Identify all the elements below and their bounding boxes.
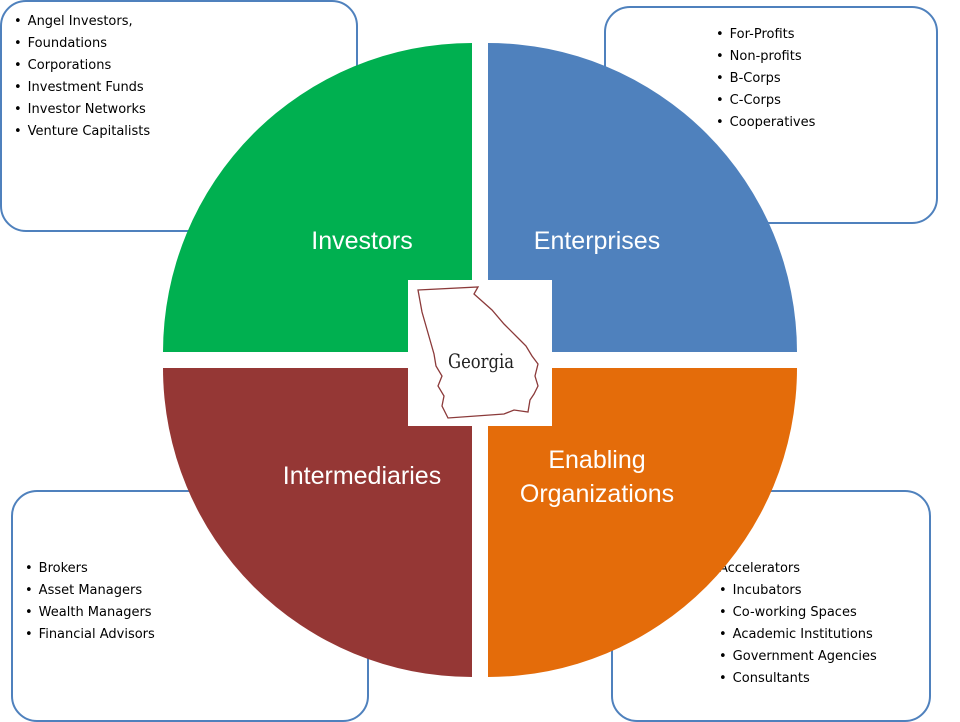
list-item: Angel Investors, <box>14 11 150 33</box>
enabling-label-line2: Organizations <box>519 480 675 508</box>
list-item: Corporations <box>14 55 150 77</box>
georgia-map-icon <box>417 286 539 419</box>
enabling-label-line1: Enabling <box>548 446 646 474</box>
list-item: Academic Institutions <box>719 624 877 646</box>
list-item: Investment Funds <box>14 77 150 99</box>
list-item: Financial Advisors <box>25 624 155 646</box>
list-item: For-Profits <box>716 24 815 46</box>
list-item: Brokers <box>25 558 155 580</box>
enterprises-label: Enterprises <box>533 227 661 255</box>
list-item: Venture Capitalists <box>14 121 150 143</box>
intermediaries-quadrant <box>163 368 472 677</box>
list-item: C-Corps <box>716 90 815 112</box>
intermediaries-label: Intermediaries <box>282 462 442 490</box>
list-item: Consultants <box>719 668 877 690</box>
enterprises-quadrant <box>488 43 797 352</box>
investors-label: Investors <box>311 227 413 255</box>
list-item: Foundations <box>14 33 150 55</box>
intermediaries-list: Brokers Asset Managers Wealth Managers F… <box>25 558 155 646</box>
list-item: B-Corps <box>716 68 815 90</box>
list-item: Non-profits <box>716 46 815 68</box>
enabling-organizations-quadrant <box>488 368 797 677</box>
investors-list: Angel Investors, Foundations Corporation… <box>14 11 150 143</box>
investors-quadrant <box>163 43 472 352</box>
georgia-label: Georgia <box>448 349 515 373</box>
enabling-organizations-list: Accelerators Incubators Co-working Space… <box>719 558 877 690</box>
list-item: Accelerators <box>719 561 801 576</box>
enabling-organizations-label: Enabling Organizations <box>492 443 702 511</box>
list-item: Asset Managers <box>25 580 155 602</box>
enterprises-list: For-Profits Non-profits B-Corps C-Corps … <box>716 24 816 134</box>
list-item: Investor Networks <box>14 99 150 121</box>
list-item: Wealth Managers <box>25 602 155 624</box>
list-item: Cooperatives <box>716 112 816 134</box>
list-item: Government Agencies <box>719 646 877 668</box>
list-item: Co-working Spaces <box>719 602 877 624</box>
georgia-card: Georgia <box>408 280 552 426</box>
list-item: Incubators <box>719 580 877 602</box>
